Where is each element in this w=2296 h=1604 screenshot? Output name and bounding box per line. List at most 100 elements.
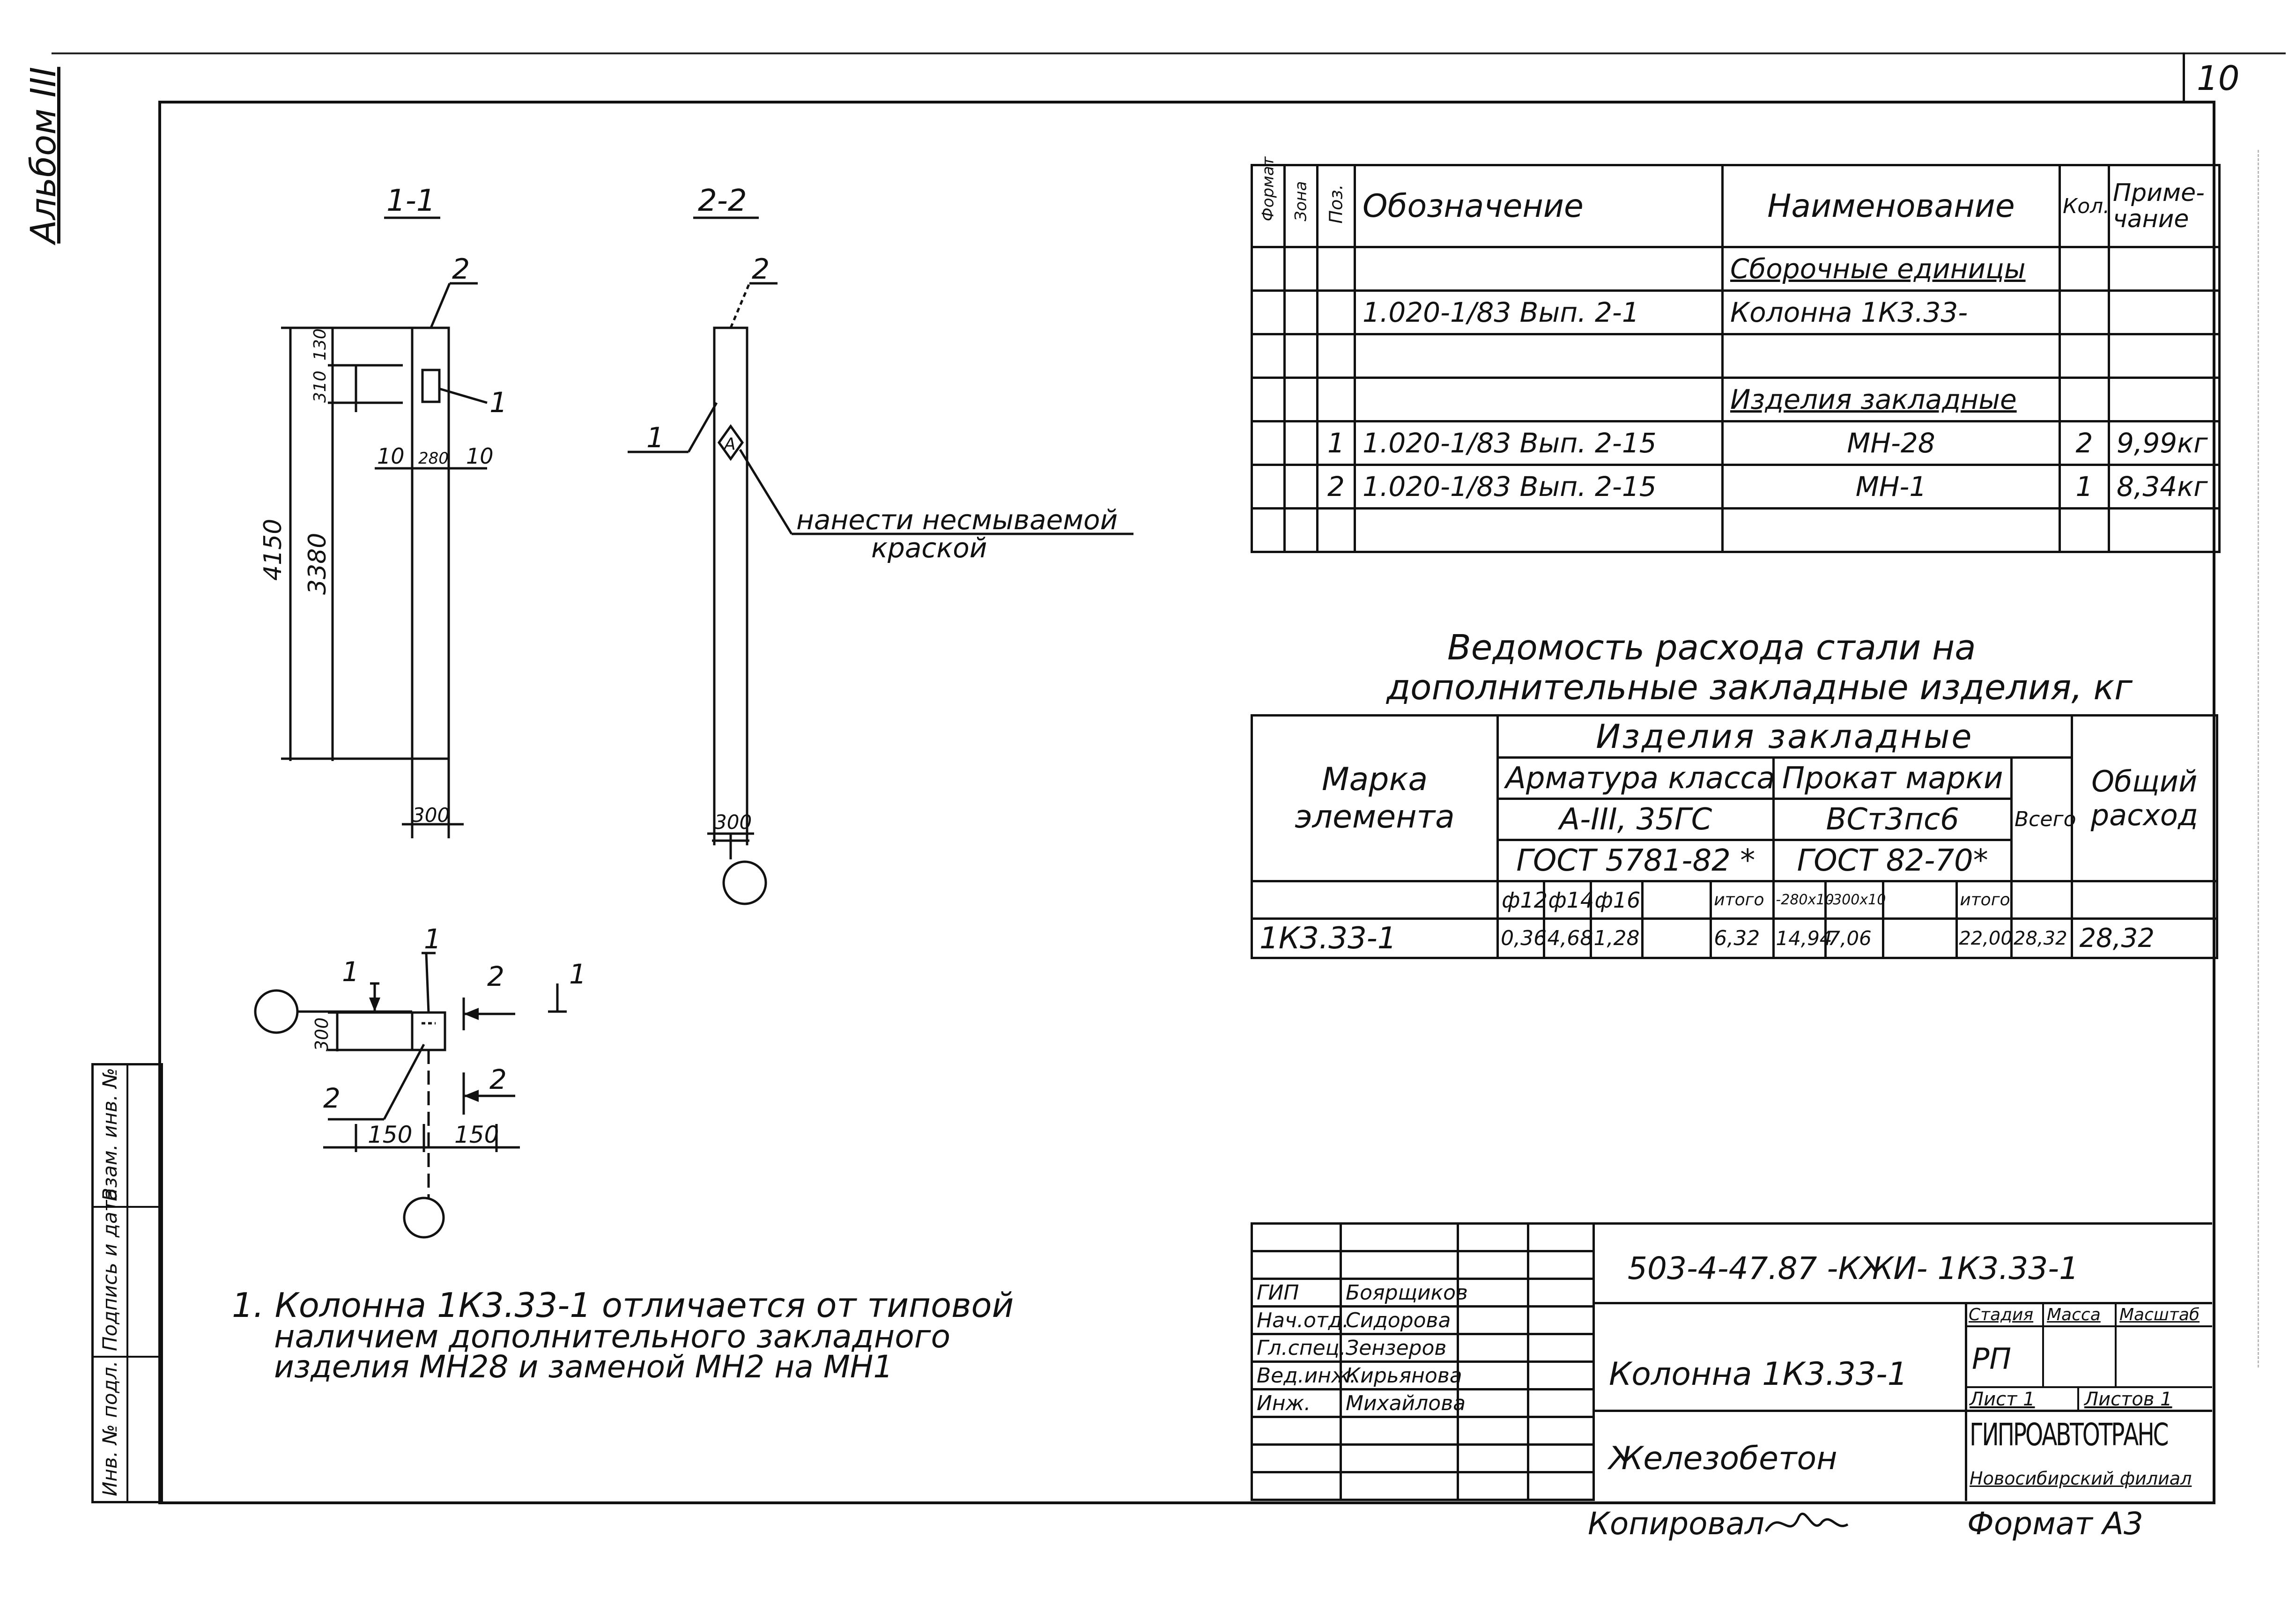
- hdr-qty: Кол.: [2059, 164, 2110, 248]
- spec-cell-note: [2108, 289, 2221, 335]
- steel-cell: 7,06: [1824, 917, 1884, 959]
- side-stamp-divider: [94, 1356, 161, 1358]
- hdr-format: Формат: [1251, 157, 1286, 248]
- section-1-title: 1-1: [386, 184, 436, 218]
- column-elevation-2: [713, 326, 748, 835]
- dim-top: 130: [311, 328, 330, 361]
- staff-row: Вед.инж.Кирьянова: [1251, 1360, 1595, 1390]
- plan-column: [411, 1011, 446, 1051]
- org-name: ГИПРОАВТОТРАНС: [1970, 1417, 2169, 1453]
- marking-diamond: [717, 424, 744, 461]
- spec-row: [1251, 333, 2221, 379]
- spec-table: Формат Зона Поз. Обозначение Наименовани…: [1251, 157, 2221, 553]
- tb-line: [2042, 1302, 2044, 1386]
- edge-mark: [2258, 150, 2259, 1367]
- spec-cell-note: 8,34кг: [2108, 464, 2221, 510]
- steel-subhdr: ф12: [1496, 880, 1548, 920]
- plan-arrow-2-bottom: 2: [489, 1064, 507, 1095]
- staff-signature: [1457, 1333, 1529, 1363]
- staff-role: Вед.инж.: [1251, 1360, 1356, 1390]
- plan-dim-left: 150: [368, 1121, 412, 1148]
- steel-subhdr: -280х10: [1772, 880, 1834, 920]
- spec-cell-designation: [1354, 377, 1724, 422]
- spec-cell-note: [2108, 246, 2221, 292]
- steel-cell-total: 28,32: [2010, 917, 2073, 959]
- steel-title-line1: Ведомость расхода стали на: [1447, 628, 1976, 668]
- stage-value: РП: [1972, 1342, 2012, 1376]
- spec-cell-designation: 1.020-1/83 Вып. 2-1: [1354, 289, 1724, 335]
- tb-line: [1965, 1302, 1967, 1501]
- steel-cell: 14,94: [1772, 917, 1832, 959]
- plan-arrow-1-right: 1: [569, 958, 586, 990]
- section-1-callout-1: 1: [489, 386, 507, 419]
- dim-bottom-width-1: 300: [412, 804, 450, 827]
- steel-row-mark: 1К3.33-1: [1250, 917, 1499, 959]
- hdr-pos: Поз.: [1316, 164, 1356, 248]
- note-line1: 1. Колонна 1К3.33-1 отличается от типово…: [232, 1286, 1014, 1325]
- drawing-code: 503-4-47.87 -КЖИ- 1К3.33-1: [1628, 1250, 2079, 1286]
- paint-note-line2: краской: [871, 532, 987, 564]
- tb-line: [2115, 1302, 2117, 1386]
- axis-bubble-2: [722, 860, 767, 905]
- steel-cell: [1641, 917, 1712, 959]
- plan-arrow-1-left: 1: [342, 956, 359, 988]
- spec-cell-pos: [1316, 333, 1356, 379]
- spec-cell-zone: [1283, 377, 1318, 422]
- tb-line: [2077, 1386, 2079, 1410]
- steel-subhdr: итого: [1955, 880, 2013, 920]
- drawing-material: Железобетон: [1609, 1440, 1837, 1477]
- spec-cell-designation: [1354, 507, 1724, 553]
- spec-cell-designation: 1.020-1/83 Вып. 2-15: [1354, 464, 1724, 510]
- steel-subhdr: [1881, 880, 1958, 920]
- top-edge-line: [52, 52, 2286, 54]
- staff-role: Инж.: [1251, 1388, 1342, 1418]
- steel-title-line2: дополнительные закладные изделия, кг: [1386, 667, 2133, 708]
- tb-line: [1965, 1325, 2212, 1327]
- hdr-designation: Обозначение: [1354, 164, 1724, 248]
- spec-cell-zone: [1283, 289, 1318, 335]
- spec-cell-note: [2108, 507, 2221, 553]
- spec-cell-format: [1251, 464, 1286, 510]
- plan-callout-2: 2: [323, 1082, 341, 1114]
- spec-row: Изделия закладные: [1251, 377, 2221, 422]
- staff-row: Нач.отд.Сидорова: [1251, 1305, 1595, 1335]
- spec-cell-format: [1251, 289, 1286, 335]
- steel-cell: 1,28: [1589, 917, 1644, 959]
- dim-total: 4150: [259, 519, 287, 581]
- staff-signature: [1457, 1388, 1529, 1418]
- steel-cell: 0,36: [1496, 917, 1547, 959]
- spec-cell-zone: [1283, 420, 1318, 466]
- spec-cell-name: Колонна 1К3.33-: [1721, 289, 2061, 335]
- axis-bubble-left: [254, 989, 299, 1034]
- steel-cell: 4,68: [1543, 917, 1593, 959]
- spec-cell-qty: [2059, 377, 2110, 422]
- spec-cell-qty: 2: [2059, 420, 2110, 466]
- sheet-number: 10: [2197, 59, 2240, 98]
- spec-cell-format: [1251, 246, 1286, 292]
- steel-rolled-grade: ВСт3пс6: [1772, 798, 2013, 841]
- steel-subhdr: итого: [1710, 880, 1775, 920]
- marking-letter: A: [723, 435, 736, 454]
- dim-upper: 310: [311, 370, 330, 403]
- spec-cell-qty: 1: [2059, 464, 2110, 510]
- spec-cell-qty: [2059, 246, 2110, 292]
- spec-cell-note: [2108, 333, 2221, 379]
- spec-cell-note: 9,99кг: [2108, 420, 2221, 466]
- steel-subhdr: -300х10: [1824, 880, 1886, 920]
- axis-bubble-bottom: [403, 1197, 445, 1239]
- staff-role: ГИП: [1251, 1278, 1342, 1308]
- steel-data-row: 1К3.33-1 0,36 4,68 1,28 6,32 14,94 7,06 …: [1250, 917, 2218, 959]
- staff-signature: [1457, 1278, 1529, 1308]
- staff-name: Зензеров: [1340, 1333, 1459, 1363]
- spec-cell-pos: 1: [1316, 420, 1356, 466]
- spec-cell-qty: [2059, 333, 2110, 379]
- steel-subhdr: ф14: [1543, 880, 1594, 920]
- spec-cell-name: Сборочные единицы: [1721, 246, 2061, 292]
- scale-label: Масштаб: [2119, 1305, 2200, 1324]
- spec-cell-name: МН-1: [1721, 464, 2061, 510]
- staff-signature: [1457, 1305, 1529, 1335]
- spec-cell-zone: [1283, 507, 1318, 553]
